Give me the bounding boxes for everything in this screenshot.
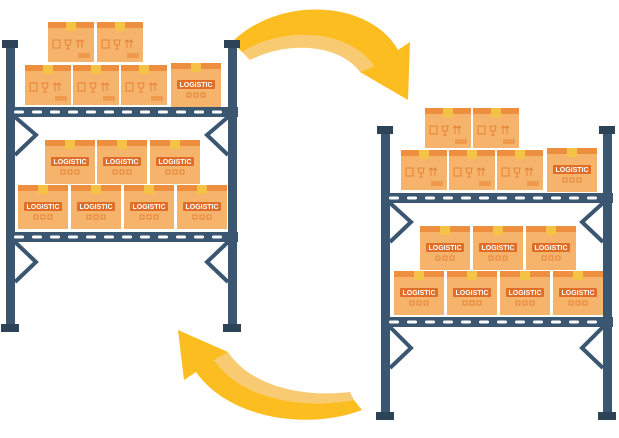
box-label: LOGISTIC	[428, 245, 461, 252]
right-storage-rack: LOGISTIC LOGISTIC LOGISTIC LOGISTIC LOGI…	[376, 107, 616, 420]
left-rack-bottom-stack: LOGISTIC LOGISTIC LOGISTIC LOGISTIC LOGI…	[17, 139, 228, 230]
box-label: LOGISTIC	[402, 290, 435, 297]
box-label: LOGISTIC	[455, 290, 488, 297]
box-label: LOGISTIC	[79, 204, 112, 211]
left-storage-rack: LOGISTIC LOGISTIC LOGISTIC LOGISTIC LOGI…	[1, 21, 241, 332]
box-label: LOGISTIC	[158, 159, 191, 166]
left-rack-top-stack: LOGISTIC	[24, 21, 222, 108]
box-label: LOGISTIC	[555, 167, 588, 174]
box-label: LOGISTIC	[105, 159, 138, 166]
box-label: LOGISTIC	[561, 290, 594, 297]
right-rack-frame	[376, 126, 616, 420]
arrow-clockwise-icon	[232, 9, 410, 100]
box-label: LOGISTIC	[53, 159, 86, 166]
left-rack-frame	[1, 40, 241, 332]
right-rack-top-stack: LOGISTIC	[400, 107, 598, 193]
box-label: LOGISTIC	[132, 204, 165, 211]
box-label: LOGISTIC	[179, 82, 212, 89]
box-label: LOGISTIC	[481, 245, 514, 252]
box-label: LOGISTIC	[508, 290, 541, 297]
box-label: LOGISTIC	[185, 204, 218, 211]
arrow-counterclockwise-icon	[178, 330, 362, 420]
right-rack-bottom-stack: LOGISTIC LOGISTIC LOGISTIC LOGISTIC LOGI…	[393, 225, 604, 316]
box-label: LOGISTIC	[534, 245, 567, 252]
box-label: LOGISTIC	[26, 204, 59, 211]
